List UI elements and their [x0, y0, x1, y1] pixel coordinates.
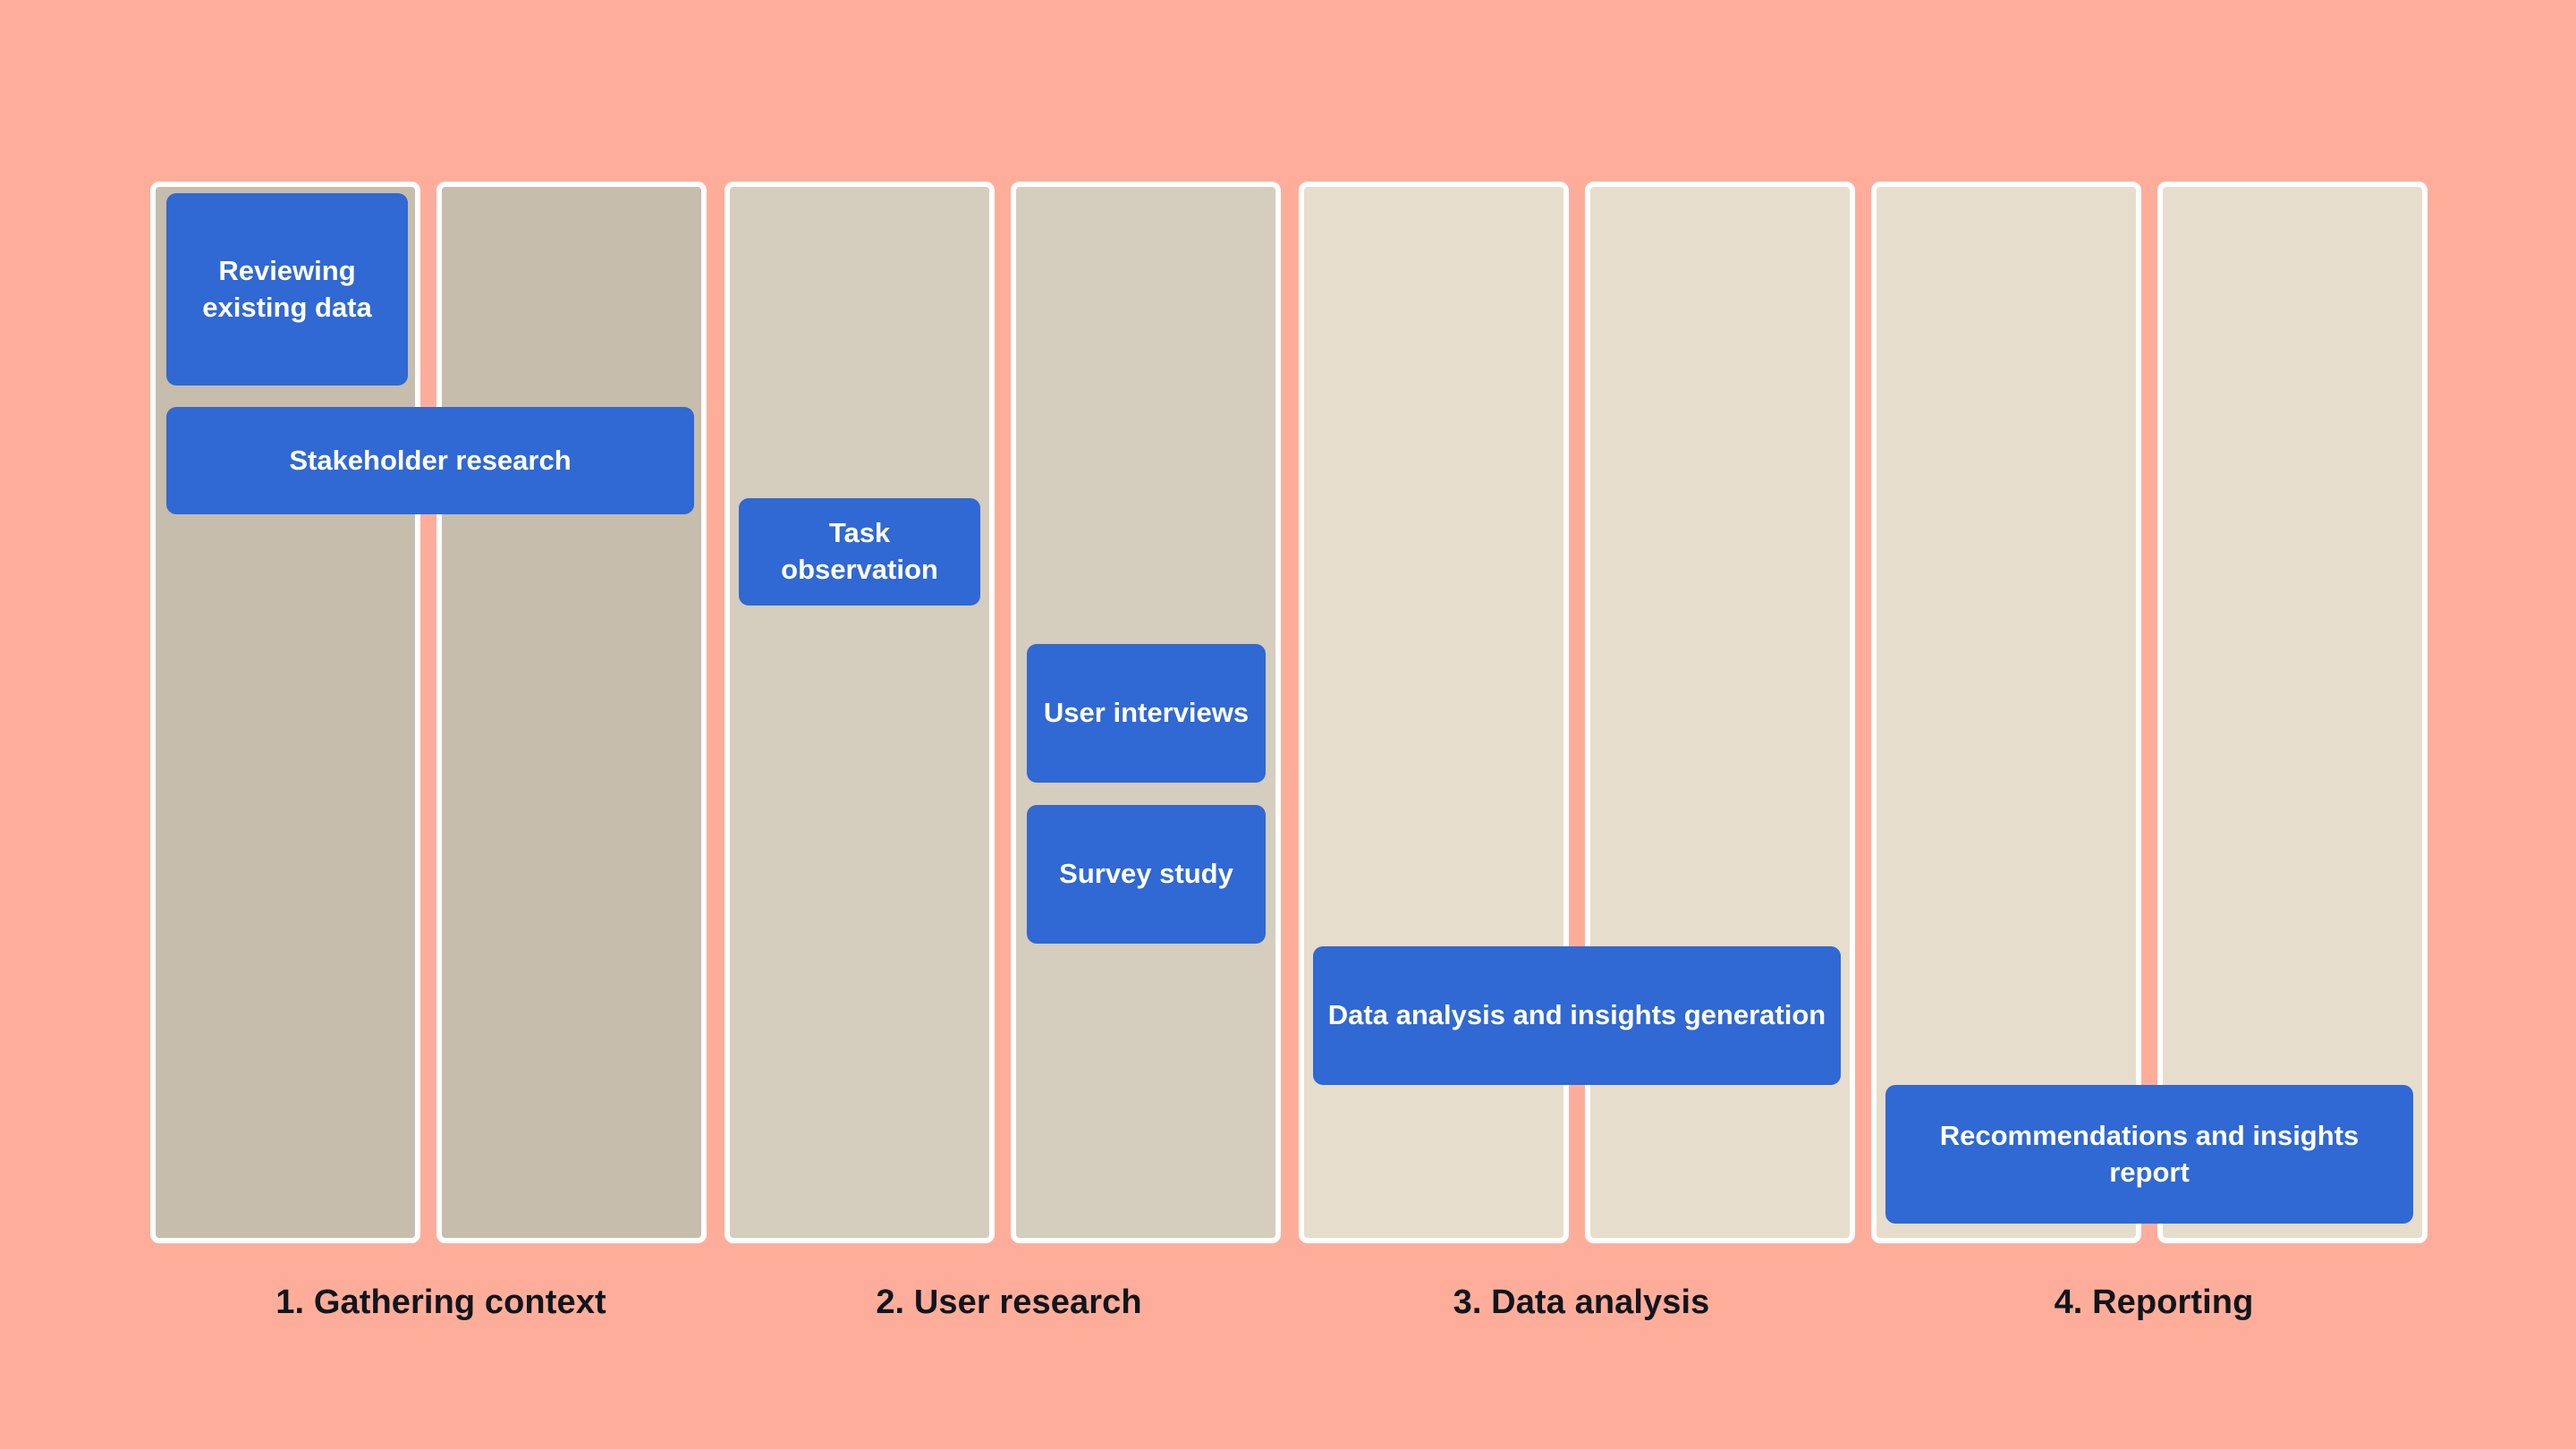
task-label: Survey study [1059, 858, 1233, 890]
task-label: Stakeholder research [289, 444, 572, 476]
task-bar-stakeholder-research[interactable]: Stakeholder research [166, 407, 694, 514]
lane-3[interactable] [724, 182, 995, 1243]
phase-label-reporting: 4. Reporting [2054, 1284, 2254, 1321]
task-label: Reviewing existing data [202, 254, 372, 323]
task-label: User interviews [1043, 697, 1250, 729]
phase-label-user-research: 2. User research [876, 1284, 1142, 1321]
task-label: Task observation [781, 517, 938, 585]
phase-label-data-analysis: 3. Data analysis [1453, 1284, 1710, 1321]
lane-8[interactable] [2157, 182, 2428, 1243]
task-label: Recommendations and insights report [1939, 1119, 2360, 1188]
task-bar-data-analysis-and-insights-generation[interactable]: Data analysis and insights generation [1313, 946, 1841, 1085]
lane-2[interactable] [436, 182, 707, 1243]
task-bar-user-interviews[interactable]: User interviews [1027, 644, 1266, 783]
task-label: Data analysis and insights generation [1327, 999, 1826, 1031]
task-bar-reviewing-existing-data[interactable]: Reviewing existing data [166, 193, 408, 386]
task-bar-survey-study[interactable]: Survey study [1027, 805, 1266, 944]
phase-label-gathering-context: 1. Gathering context [275, 1284, 606, 1321]
task-bar-recommendations-and-insights-report[interactable]: Recommendations and insights report [1885, 1085, 2413, 1224]
task-bar-task-observation[interactable]: Task observation [739, 498, 980, 606]
lane-7[interactable] [1871, 182, 2141, 1243]
